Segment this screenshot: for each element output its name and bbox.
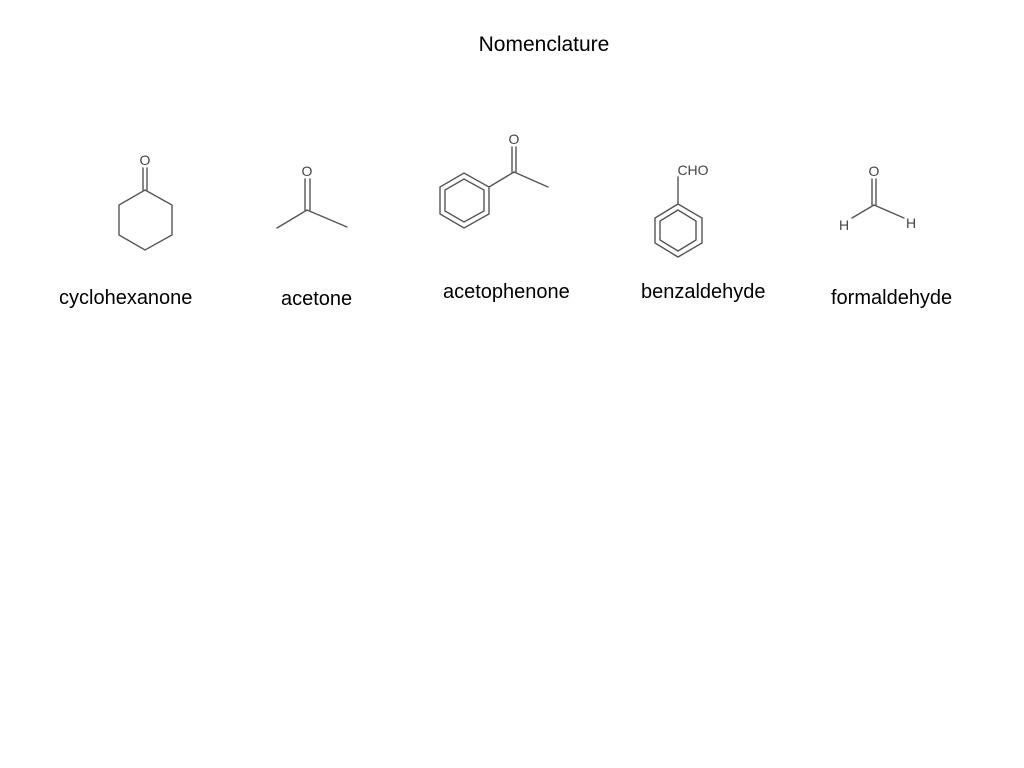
benzene-ring	[654, 203, 703, 258]
benzaldehyde-svg: CHO	[654, 162, 709, 258]
cyclohexanone-label: cyclohexanone	[59, 287, 193, 309]
ring-carbonyl-bond	[488, 171, 515, 188]
formaldehyde-svg: O H H	[839, 163, 916, 233]
cyclohexanone-structure: O	[110, 145, 190, 255]
acetophenone-oxygen-atom: O	[509, 131, 520, 147]
benzaldehyde-label: benzaldehyde	[641, 281, 766, 303]
formaldehyde-structure: O H H	[834, 157, 924, 237]
cyclohexanone-svg: O	[118, 152, 173, 251]
formaldehyde-hydrogen-right: H	[906, 215, 916, 231]
ch-bond-right	[873, 204, 905, 219]
acetophenone-label: acetophenone	[443, 281, 570, 303]
methyl-bond-left	[276, 209, 308, 229]
benzene-inner-ring	[444, 178, 485, 223]
acetone-svg: O	[276, 163, 348, 229]
acetophenone-structure: O	[434, 125, 554, 235]
acetone-oxygen-atom: O	[302, 163, 313, 179]
formaldehyde-oxygen-atom: O	[869, 163, 880, 179]
formaldehyde-hydrogen-left: H	[839, 217, 849, 233]
benzaldehyde-cho-group: CHO	[677, 162, 708, 178]
formaldehyde-label: formaldehyde	[831, 287, 953, 309]
methyl-bond-right	[306, 209, 348, 228]
benzene-inner-ring	[659, 209, 697, 252]
slide-title: Nomenclature	[478, 33, 610, 56]
cyclohexanone-oxygen-atom: O	[140, 152, 151, 168]
acetone-label: acetone	[281, 288, 353, 310]
acetone-structure: O	[270, 155, 355, 235]
acetophenone-svg: O	[439, 131, 549, 229]
methyl-bond	[513, 171, 549, 188]
benzene-ring	[439, 172, 490, 229]
cyclohexane-ring	[118, 189, 173, 251]
ch-bond-left	[851, 204, 875, 219]
benzaldehyde-structure: CHO	[648, 155, 718, 258]
